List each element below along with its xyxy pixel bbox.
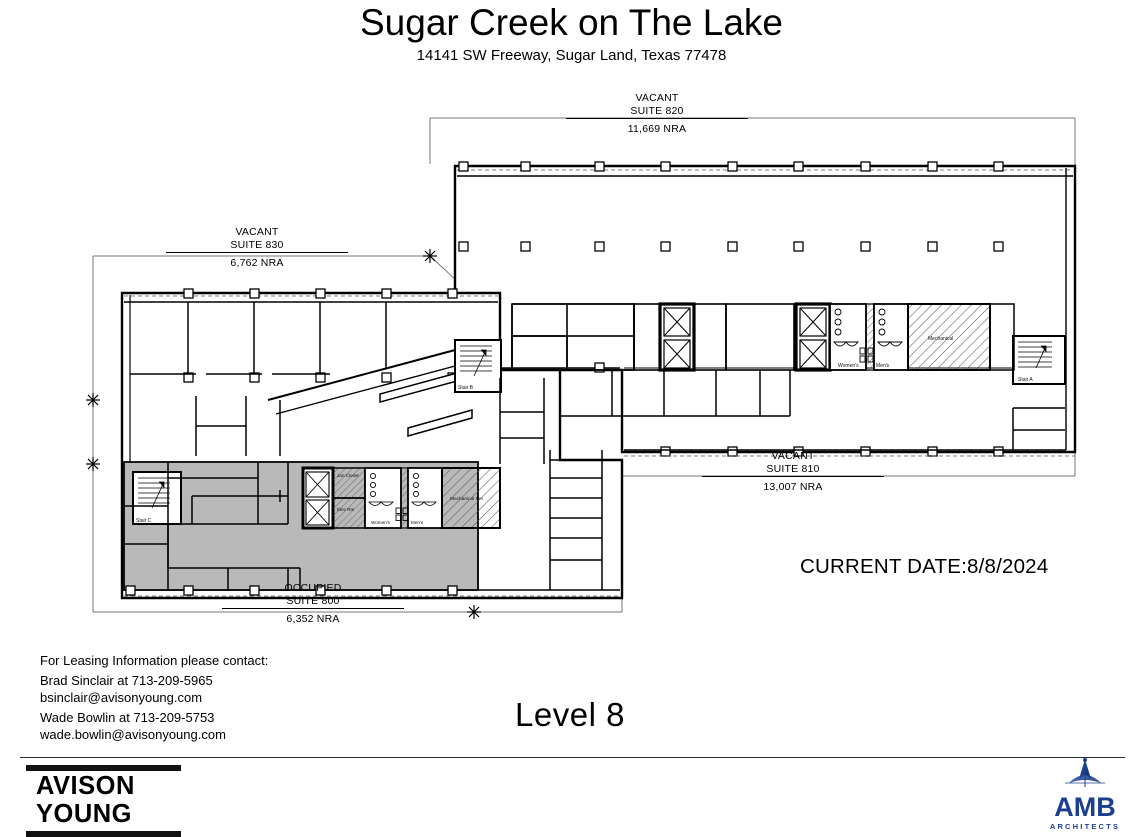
logo-bar-top: [26, 765, 181, 771]
stair-b: Stair B: [454, 339, 502, 393]
avison-young-logo: AVISON YOUNG: [26, 765, 181, 837]
page-subtitle: 14141 SW Freeway, Sugar Land, Texas 7747…: [416, 47, 727, 64]
amb-wordmark: AMB: [1054, 792, 1116, 822]
structural-columns: [458, 161, 1004, 457]
leasing-heading: For Leasing Information please contact:: [40, 653, 269, 668]
contact-2-email[interactable]: wade.bowlin@avisonyoung.com: [40, 726, 226, 742]
upper-wing-east-rooms: [989, 303, 1065, 450]
footer-divider: [20, 757, 1125, 758]
avison-young-line2: YOUNG: [36, 800, 133, 828]
suite-callout-800: OCCUPIED SUITE 800 6,352 NRA: [222, 582, 404, 626]
womens-room-label: Women's: [838, 363, 859, 369]
leasing-info-block: For Leasing Information please contact: …: [40, 653, 268, 743]
suite-800-number: SUITE 800: [286, 594, 340, 607]
page-header: Sugar Creek on The Lake 14141 SW Freeway…: [0, 0, 1143, 66]
suite-800-area: 6,352 NRA: [286, 613, 340, 625]
contact-1-email[interactable]: bsinclair@avisonyoung.com: [40, 689, 203, 705]
suite-810-status: VACANT: [771, 450, 815, 462]
mens-room-label: Men's: [876, 363, 890, 369]
contact-2-name-phone: Wade Bowlin at 713-209-5753: [40, 710, 215, 726]
suite-810-divider: [702, 476, 884, 477]
suite-820-status: VACANT: [635, 92, 679, 104]
stair-c-label: Stair C: [136, 518, 152, 524]
suite-830-number: SUITE 830: [230, 238, 284, 251]
floor-plan-drawing: Women's Men's Mechanical Stair A: [0, 78, 1143, 638]
suite-callout-810: VACANT SUITE 810 13,007 NRA: [702, 450, 884, 494]
restrooms-upper: Women's Men's: [829, 303, 909, 371]
suite-800-divider: [222, 608, 404, 609]
mechanical-room-upper: Mechanical: [907, 303, 991, 371]
stair-a: Stair A: [1012, 335, 1066, 385]
mechanical-room-label-left: Mechanical Rm: [450, 496, 483, 502]
page-title: Sugar Creek on The Lake: [359, 2, 784, 43]
amb-architects-logo: AMB ARCHITECTS: [1035, 757, 1135, 831]
left-wing: Jan Closet Elec Rm Women's Men's: [120, 288, 624, 600]
suite-820-number: SUITE 820: [630, 104, 684, 117]
elec-room-label: Elec Rm: [337, 507, 355, 512]
stair-b-label: Stair B: [458, 385, 474, 391]
upper-wing: Women's Men's Mechanical Stair A: [453, 161, 1077, 457]
suite-810-area: 13,007 NRA: [763, 481, 823, 493]
elevator-bank-left: [658, 302, 696, 372]
avison-young-line1: AVISON: [36, 772, 135, 800]
elevator-bank-right: [794, 302, 832, 372]
suite-830-divider: [166, 252, 348, 253]
left-wing-core: Jan Closet Elec Rm Women's Men's: [301, 466, 501, 530]
contact-1-name-phone: Brad Sinclair at 713-209-5965: [40, 673, 213, 689]
suite-800-partitions: [124, 462, 301, 590]
suite-820-divider: [566, 118, 748, 119]
corridor-rooms: [549, 450, 603, 590]
suite-820-area: 11,669 NRA: [627, 123, 687, 135]
amb-subtitle: ARCHITECTS: [1049, 822, 1121, 831]
suite-callout-820: VACANT SUITE 820 11,669 NRA: [566, 92, 748, 136]
stair-a-label: Stair A: [1018, 377, 1033, 383]
level-label: Level 8: [515, 696, 625, 733]
left-wing-mid-partitions: [195, 378, 545, 464]
floor-plan-svg: Women's Men's Mechanical Stair A: [85, 117, 1077, 620]
amb-compass-icon: [1065, 757, 1105, 787]
stair-c: Stair C: [132, 471, 182, 525]
womens-room-label-left: Women's: [371, 520, 391, 525]
suite-830-area: 6,762 NRA: [230, 257, 284, 269]
mechanical-room-label: Mechanical: [928, 336, 953, 342]
suite-800-status: OCCUPIED: [284, 582, 342, 594]
mens-room-label-left: Men's: [411, 520, 424, 525]
current-date-label: CURRENT DATE:8/8/2024: [800, 555, 1049, 578]
suite-830-offices: [130, 302, 473, 437]
jan-closet-label: Jan Closet: [337, 473, 359, 478]
suite-810-number: SUITE 810: [766, 462, 820, 475]
suite-830-status: VACANT: [235, 226, 279, 238]
suite-callout-830: VACANT SUITE 830 6,762 NRA: [166, 226, 348, 270]
